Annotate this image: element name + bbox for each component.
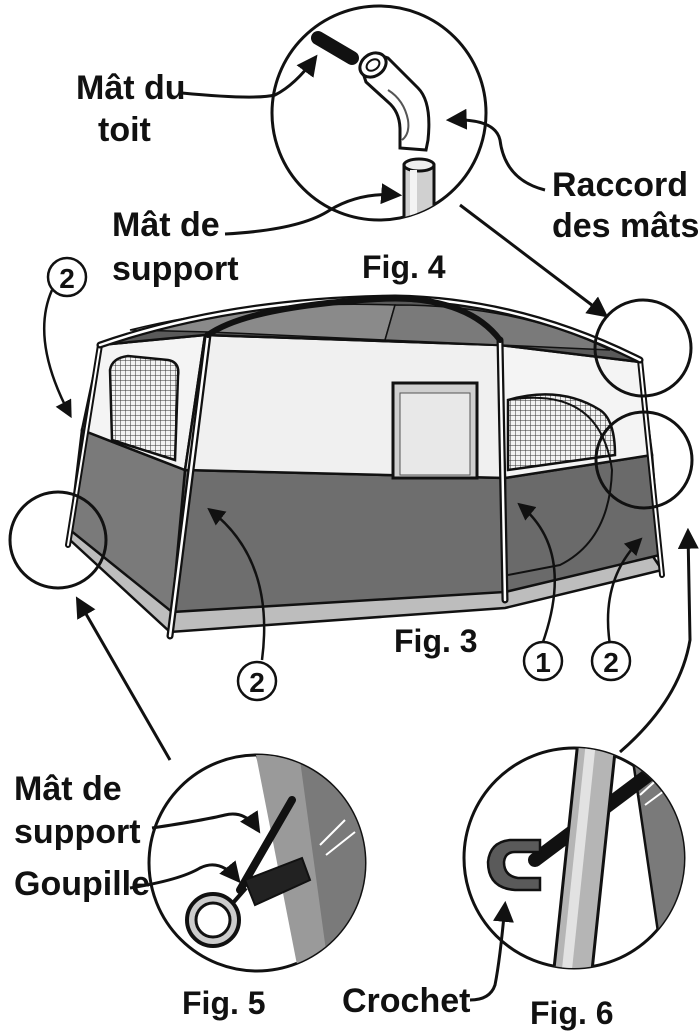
label-fig5: Fig. 5 xyxy=(182,985,266,1021)
fig5-pin xyxy=(243,856,312,907)
arrow-fig4-to-tent xyxy=(459,203,609,318)
callout-number: 1 xyxy=(535,647,551,678)
tent-door-outline xyxy=(507,396,614,576)
fig5-detail xyxy=(75,596,367,973)
detail-circle-mid-right xyxy=(594,410,694,510)
label-pole-connector-line1: Raccord xyxy=(552,166,688,204)
label-roof-pole-line2: toit xyxy=(98,111,151,149)
detail-circle-bottom-left xyxy=(8,490,108,590)
callout-arrow-2-bottom-left xyxy=(207,507,266,661)
callout-arrow-2-top-left xyxy=(42,289,72,419)
label-fig6: Fig. 6 xyxy=(530,995,614,1031)
arrow-pin xyxy=(129,860,241,890)
callout-arrow-1 xyxy=(517,502,556,643)
callout-badge-top-left: 2 xyxy=(46,256,88,298)
arrow-fig5-to-tent xyxy=(75,596,172,761)
tent-lower-wall-front xyxy=(170,468,507,614)
callout-number: 2 xyxy=(603,647,619,678)
tent-door-mesh xyxy=(506,393,617,472)
fig4-detail xyxy=(181,4,609,318)
support-pole-tube xyxy=(402,163,436,220)
detail-circle-top-right xyxy=(593,298,693,398)
label-support-pole-bottom-line1: Mât de xyxy=(14,770,122,808)
callout-number: 2 xyxy=(59,263,75,294)
label-support-pole-top-line1: Mât de xyxy=(112,206,220,244)
label-support-pole-bottom-line2: support xyxy=(14,813,141,851)
labels: Mât du toit Raccord des mâts Mât de supp… xyxy=(14,69,699,1031)
arrow-fig6-to-tent xyxy=(619,527,699,754)
callout-number: 2 xyxy=(249,667,265,698)
label-roof-pole-line1: Mât du xyxy=(76,69,186,107)
callout-badge-1: 1 xyxy=(522,640,564,682)
label-fig4: Fig. 4 xyxy=(362,249,446,285)
arrow-roof-pole xyxy=(181,54,318,99)
label-support-pole-top-line2: support xyxy=(112,250,239,288)
arrow-pole-connector xyxy=(445,108,546,192)
label-pin: Goupille xyxy=(14,865,150,903)
label-hook: Crochet xyxy=(342,982,470,1020)
callout-badge-bottom-left: 2 xyxy=(236,660,278,702)
arrow-support-pole-bottom xyxy=(151,810,261,834)
callout-arrow-2-right xyxy=(606,537,643,646)
roof-pole-end xyxy=(311,31,359,65)
fig6-hook xyxy=(486,838,542,892)
label-pole-connector-line2: des mâts xyxy=(552,207,699,245)
callout-badge-bottom-right: 2 xyxy=(590,640,632,682)
arrow-support-pole-top xyxy=(224,183,403,236)
fig6-detail xyxy=(462,527,699,1002)
fig5-strap xyxy=(236,796,296,894)
tent-illustration: 2 2 1 2 xyxy=(8,256,694,702)
label-fig3: Fig. 3 xyxy=(394,623,478,659)
tent-window-left xyxy=(108,354,180,462)
arrow-hook xyxy=(469,900,514,1002)
